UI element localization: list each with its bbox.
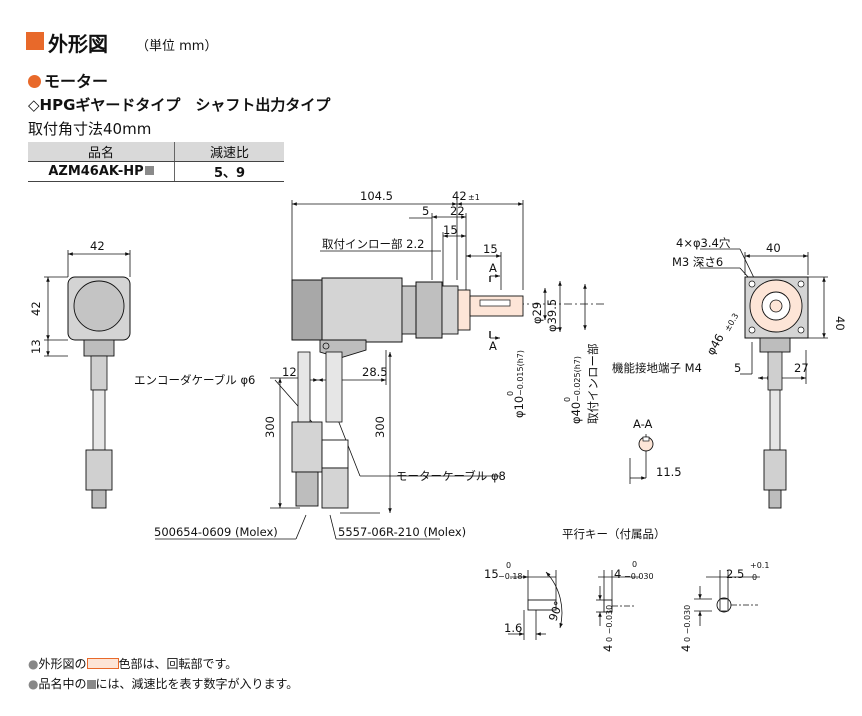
dim-42: 42 bbox=[452, 189, 467, 203]
key-2-5-tol-up: +0.1 bbox=[750, 561, 769, 570]
size-line: 取付角寸法40mm bbox=[28, 120, 152, 138]
front-dim-40-side: 40 bbox=[833, 316, 847, 331]
side-view bbox=[291, 277, 524, 509]
dim-phi40-tol-up: 0 bbox=[563, 397, 572, 402]
left-dim-13: 13 bbox=[29, 339, 43, 354]
key-4a-tol-up: 0 bbox=[632, 560, 637, 569]
note-1-prefix: 外形図の bbox=[38, 657, 87, 671]
front-holes: 4×φ3.4穴 bbox=[676, 236, 731, 250]
dim-11-5: 11.5 bbox=[656, 465, 682, 479]
key-4a: 4 bbox=[614, 567, 621, 581]
rear-view bbox=[67, 276, 131, 509]
page-title: 外形図 bbox=[48, 32, 108, 56]
dim-22: 22 bbox=[450, 204, 465, 218]
section-aa bbox=[638, 436, 654, 452]
bullet-icon bbox=[28, 75, 41, 88]
dim-104-5: 104.5 bbox=[360, 189, 393, 203]
note-2-prefix: 品名中の bbox=[38, 677, 87, 691]
dim-300a: 300 bbox=[263, 416, 277, 438]
dim-15b: 15 bbox=[483, 242, 498, 256]
section-a-bottom: A bbox=[489, 339, 497, 353]
connector-b: 5557-06R-210 (Molex) bbox=[338, 525, 466, 539]
dim-phi40-tol-low: −0.025(h7) bbox=[573, 356, 582, 402]
spec-table: 品名 減速比 AZM46AK-HP 5、9 bbox=[28, 142, 284, 182]
key-15-tol-up: 0 bbox=[506, 561, 511, 570]
title-marker bbox=[26, 32, 44, 50]
key-90: 90° bbox=[546, 599, 566, 623]
dim-5: 5 bbox=[422, 204, 429, 218]
type-line: ◇HPGギヤードタイプ シャフト出力タイプ bbox=[28, 96, 331, 114]
ground-terminal: 機能接地端子 M4 bbox=[612, 361, 702, 375]
table-row: AZM46AK-HP 5、9 bbox=[28, 161, 284, 182]
key-4a-tol-low: −0.030 bbox=[624, 572, 654, 581]
dim-phi10-tol-up: 0 bbox=[506, 391, 515, 396]
key-2-5-tol-low: 0 bbox=[752, 573, 757, 582]
model-cell: AZM46AK-HP bbox=[28, 161, 175, 182]
key-15-tol-low: −0.18 bbox=[498, 572, 523, 581]
ratio-cell: 5、9 bbox=[174, 161, 284, 182]
front-phi46: φ46 bbox=[703, 331, 726, 357]
note-1: ●外形図の 色部は、回転部です。 bbox=[28, 654, 298, 674]
motor-cable: モーターケーブル φ8 bbox=[396, 469, 506, 483]
front-dim-5: 5 bbox=[734, 361, 741, 375]
header-ratio: 減速比 bbox=[174, 142, 284, 162]
key-4c: 4 bbox=[679, 645, 693, 652]
dim-300b: 300 bbox=[373, 416, 387, 438]
placeholder-box-icon bbox=[144, 166, 154, 175]
dim-phi39-5: φ39.5 bbox=[545, 299, 559, 332]
notes: ●外形図の色部は、回転部です。 ●品名中のには、減速比を表す数字が入ります。 bbox=[28, 654, 298, 694]
front-dim-40-top: 40 bbox=[766, 241, 781, 255]
dim-phi10-tol-low: −0.015(h7) bbox=[516, 350, 525, 396]
section-heading: モーター bbox=[28, 68, 108, 92]
front-m3: M3 深さ6 bbox=[672, 255, 723, 269]
dim-42-tol: ±1 bbox=[468, 193, 480, 202]
note-bullet-icon: ● bbox=[28, 677, 39, 691]
key-4b-tol: 0 −0.030 bbox=[605, 605, 614, 642]
dimension-labels: 104.5 42 ±1 5 22 15 15 取付インロー部 2.2 A A φ… bbox=[29, 189, 847, 652]
note-bullet-icon: ● bbox=[28, 657, 39, 671]
note-2: ●品名中のには、減速比を表す数字が入ります。 bbox=[28, 674, 298, 694]
title-unit: （単位 mm） bbox=[136, 39, 218, 54]
mount-spigot: 取付インロー部 2.2 bbox=[322, 237, 424, 251]
key-15: 15 bbox=[484, 567, 499, 581]
key-drawings bbox=[527, 597, 758, 613]
section-label: モーター bbox=[44, 72, 109, 91]
key-4b: 4 bbox=[601, 645, 615, 652]
front-dim-27: 27 bbox=[794, 361, 809, 375]
left-dim-42-top: 42 bbox=[90, 239, 105, 253]
spigot-vertical: 取付インロー部 bbox=[586, 344, 600, 425]
dim-12: 12 bbox=[282, 365, 297, 379]
connector-a: 500654-0609 (Molex) bbox=[154, 525, 278, 539]
model-name: AZM46AK-HP bbox=[48, 164, 144, 179]
encoder-cable: エンコーダケーブル φ6 bbox=[134, 373, 255, 387]
spec-table-header: 品名 減速比 bbox=[28, 142, 284, 162]
rotating-color-swatch bbox=[86, 658, 119, 669]
key-2-5: 2.5 bbox=[726, 567, 744, 581]
section-a-top: A bbox=[489, 261, 497, 275]
key-4c-tol: 0 −0.030 bbox=[683, 605, 692, 642]
header-model: 品名 bbox=[28, 142, 175, 162]
dim-28-5: 28.5 bbox=[362, 365, 388, 379]
key-title: 平行キー（付属品） bbox=[562, 527, 666, 541]
note-2-suffix: には、減速比を表す数字が入ります。 bbox=[95, 677, 299, 691]
dim-phi10: φ10 bbox=[512, 396, 526, 418]
dim-phi29: φ29 bbox=[530, 302, 544, 324]
dim-phi40: φ40 bbox=[569, 402, 583, 424]
front-phi46-tol: ±0.3 bbox=[723, 312, 741, 333]
dim-15a: 15 bbox=[443, 223, 458, 237]
front-view bbox=[744, 276, 809, 509]
left-dim-42-side: 42 bbox=[29, 301, 43, 316]
key-1-6: 1.6 bbox=[504, 621, 522, 635]
note-1-suffix: 色部は、回転部です。 bbox=[118, 657, 238, 671]
placeholder-box-icon bbox=[86, 680, 96, 689]
section-aa-label: A-A bbox=[633, 417, 653, 431]
